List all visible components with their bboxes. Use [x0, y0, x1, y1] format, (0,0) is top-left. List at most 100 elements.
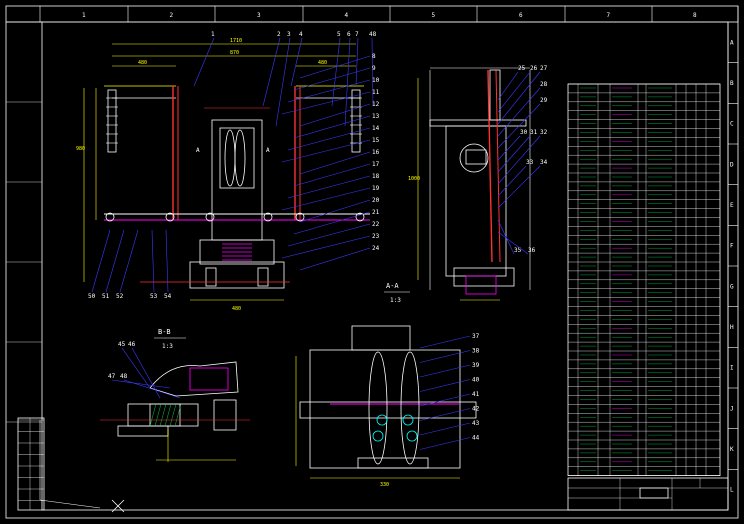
- mech-frame: [309, 349, 461, 469]
- balloon-top: 2: [277, 31, 281, 38]
- leader-line: [419, 437, 471, 450]
- leader-line: [497, 71, 531, 113]
- cut-mark-a-right: A: [266, 147, 270, 154]
- balloon-right: 10: [372, 77, 380, 84]
- balloon-side: 31: [530, 129, 538, 136]
- side-bracket: [465, 149, 487, 165]
- leader-line: [419, 350, 471, 363]
- cut-mark-a-left: A: [196, 147, 200, 154]
- mech-top: [351, 325, 411, 351]
- bb-handle: [149, 361, 239, 397]
- balloon-side: 34: [540, 159, 548, 166]
- side-housing: [445, 125, 507, 277]
- leader-line: [497, 165, 527, 197]
- dim-lower-label: 330: [380, 482, 389, 488]
- bb-hatch-line: [174, 403, 182, 427]
- balloon-side: 27: [540, 65, 548, 72]
- zone-label-right: H: [730, 324, 734, 331]
- dim-side: 1000: [408, 176, 420, 182]
- pin-joint: [165, 212, 175, 222]
- base-frame: [189, 261, 285, 289]
- zone-label-top: 5: [432, 12, 436, 19]
- leader-line: [497, 135, 541, 185]
- side-post-b: [495, 69, 501, 263]
- leader-line: [287, 79, 371, 103]
- zone-label-top: 4: [345, 12, 349, 19]
- zone-label-right: L: [730, 487, 734, 494]
- zone-label-top: 7: [607, 12, 611, 19]
- leader-line: [151, 229, 155, 293]
- leader-line: [497, 87, 541, 137]
- zone-label-right: F: [730, 243, 734, 250]
- pin-joint: [295, 212, 305, 222]
- leader-line: [275, 37, 291, 127]
- balloon-side: 26: [530, 65, 538, 72]
- balloon-side: 32: [540, 129, 548, 136]
- zone-label-right: E: [730, 202, 734, 209]
- balloon-right: 16: [372, 149, 380, 156]
- zone-label-top: 3: [257, 12, 261, 19]
- leader-line: [299, 247, 371, 271]
- balloon-bottom: 52: [116, 293, 124, 300]
- leader-line: [281, 187, 371, 211]
- side-base: [453, 267, 515, 287]
- leader-line: [344, 37, 351, 127]
- leader-line: [123, 379, 181, 399]
- mech-disc: [400, 351, 420, 465]
- leader-line: [193, 37, 215, 87]
- zone-label-right: D: [730, 161, 734, 168]
- mech-bearing: [406, 430, 418, 442]
- balloon-bb: 48: [120, 373, 128, 380]
- dim-top-overall: 1710: [230, 38, 242, 44]
- balloon-side: 25: [518, 65, 526, 72]
- base-bracket: [257, 267, 269, 287]
- balloon-right: 23: [372, 233, 380, 240]
- winding-coil: [224, 129, 236, 187]
- balloon-right: 14: [372, 125, 380, 132]
- ucs-axis-x: [39, 499, 101, 509]
- balloon-right: 24: [372, 245, 380, 252]
- balloon-bb: 45: [118, 341, 126, 348]
- balloon-right: 22: [372, 221, 380, 228]
- balloon-right: 20: [372, 197, 380, 204]
- leader-line: [131, 347, 161, 399]
- balloon-bottom: 51: [102, 293, 110, 300]
- leader-line: [497, 103, 541, 149]
- balloon-side: 30: [520, 129, 528, 136]
- leader-line: [281, 235, 371, 259]
- dim-base-label: 480: [232, 306, 241, 312]
- insulator-string: [107, 89, 117, 153]
- mech-shaft-plate: [299, 401, 477, 419]
- balloon-right: 9: [372, 65, 376, 72]
- balloon-top: 6: [347, 31, 351, 38]
- leader-line: [290, 37, 303, 87]
- leader-line: [287, 127, 371, 151]
- side-insulator: [489, 69, 501, 121]
- balloon-right: 13: [372, 113, 380, 120]
- leader-line: [262, 37, 281, 107]
- balloon-side: 29: [540, 97, 548, 104]
- zone-label-top: 8: [693, 12, 697, 19]
- leader-line: [419, 393, 471, 407]
- balloon-side: 33: [526, 159, 534, 166]
- balloon-lower: 43: [472, 420, 480, 427]
- balloon-bb: 46: [128, 341, 136, 348]
- balloon-right: 15: [372, 137, 380, 144]
- balloon-bottom: 53: [150, 293, 158, 300]
- balloon-right: 8: [372, 53, 376, 60]
- balloon-top: 5: [337, 31, 341, 38]
- zone-label-right: B: [730, 80, 734, 87]
- zone-label-top: 1: [82, 12, 86, 19]
- side-cam: [459, 143, 489, 173]
- zone-label-right: J: [730, 405, 734, 412]
- leader-line: [497, 219, 515, 255]
- balloon-lower: 41: [472, 391, 480, 398]
- zone-label-right: G: [730, 283, 734, 290]
- bb-label-plate: [189, 367, 229, 391]
- balloon-right: 12: [372, 101, 380, 108]
- balloon-right: 11: [372, 89, 380, 96]
- winding-coil: [234, 129, 246, 187]
- leader-line: [91, 229, 111, 293]
